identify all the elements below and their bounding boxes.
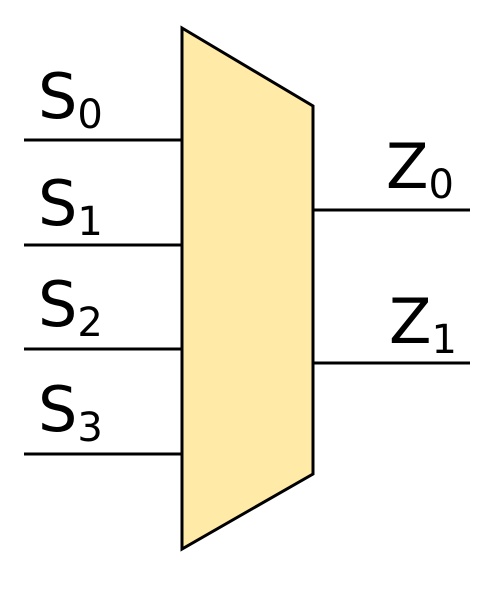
output-label-subscript: 0 [428, 162, 453, 208]
input-label-letter: S [38, 268, 77, 341]
output-label-z0: Z0 [386, 130, 454, 208]
output-label-subscript: 1 [431, 317, 456, 363]
input-label-s0: S0 [38, 60, 103, 138]
input-label-letter: S [38, 373, 77, 446]
input-label-letter: S [38, 60, 77, 133]
output-label-letter: Z [389, 285, 431, 358]
input-label-subscript: 3 [77, 405, 102, 451]
input-label-subscript: 2 [77, 300, 102, 346]
input-label-s2: S2 [38, 268, 103, 346]
input-label-s1: S1 [38, 167, 103, 245]
input-label-subscript: 1 [77, 199, 102, 245]
input-label-letter: S [38, 167, 77, 240]
output-label-letter: Z [386, 130, 428, 203]
encoder-block [180, 25, 315, 552]
input-label-s3: S3 [38, 373, 103, 451]
output-label-z1: Z1 [389, 285, 457, 363]
input-label-subscript: 0 [77, 92, 102, 138]
